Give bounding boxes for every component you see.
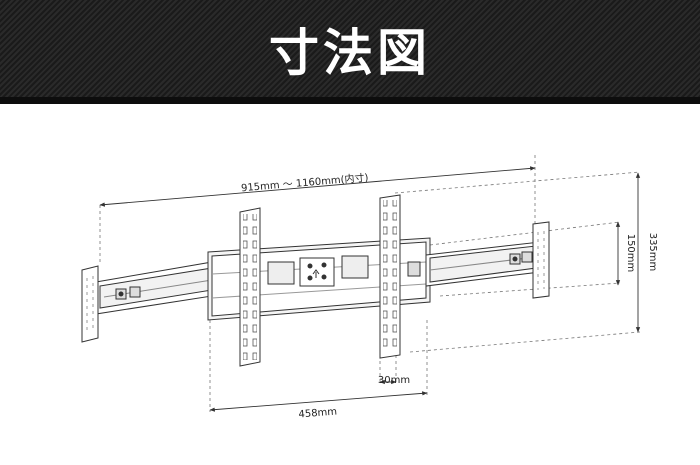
width-range-label: 915mm ～ 1160mm(内寸) [241, 171, 369, 195]
page-title: 寸法図 [269, 23, 431, 82]
left-end-bracket [81, 265, 99, 343]
width-range-dimension [99, 166, 536, 207]
left-vertical-bracket [239, 207, 261, 367]
right-end-bracket [532, 221, 550, 299]
height-inner-label: 150mm [625, 234, 636, 273]
right-slide-arm [407, 241, 541, 287]
header-banner [0, 0, 700, 97]
wall-plate [207, 237, 431, 321]
plate-width-dimension [209, 391, 428, 412]
bracket-width-label: 30mm [378, 375, 410, 386]
height-total-label: 335mm [647, 233, 658, 272]
dimension-lines [99, 166, 641, 412]
right-vertical-bracket [379, 194, 401, 359]
left-slide-arm [95, 261, 213, 315]
header-divider [0, 97, 700, 104]
plate-width-label: 458mm [298, 407, 337, 421]
